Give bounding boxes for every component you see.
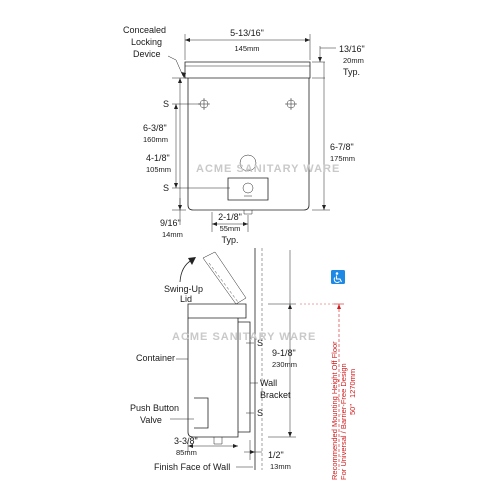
- watermark-bottom: ACME SANITARY WARE: [172, 331, 316, 343]
- front-lid: [184, 61, 311, 79]
- mid-in: 4-1/8": [146, 153, 170, 163]
- lid-typ: Typ.: [343, 67, 360, 77]
- bracket-label-1: Wall: [260, 378, 277, 388]
- side-height-in: 9-1/8": [272, 348, 296, 358]
- swing-arrow: [179, 259, 193, 283]
- accessibility-icon: [331, 270, 345, 284]
- width-mm: 145mm: [234, 44, 259, 53]
- bottom-in: 9/16": [160, 218, 181, 228]
- valve-in: 2-1/8": [218, 212, 242, 222]
- side-view: Swing-Up Lid Container Wall Bracket Push…: [130, 248, 316, 472]
- height-mm: 160mm: [143, 135, 168, 144]
- s-mark-top: S: [163, 99, 169, 109]
- mounting-text-1: Recommended Mounting Height Off Floor: [330, 341, 339, 480]
- mounting-text-2: For Universal / Barrier-Free Design: [339, 363, 348, 480]
- height-in: 6-3/8": [143, 123, 167, 133]
- mounting-height: Recommended Mounting Height Off Floor Fo…: [300, 270, 357, 480]
- depth-mm: 85mm: [176, 448, 197, 457]
- bracket-label-2: Bracket: [260, 390, 291, 400]
- push-label-2: Valve: [140, 415, 162, 425]
- valve-housing: [227, 177, 269, 201]
- watermark-top: ACME SANITARY WARE: [196, 163, 340, 175]
- valve-typ: Typ.: [221, 235, 238, 245]
- side-container: [187, 318, 239, 438]
- swing-label-1: Swing-Up: [164, 284, 203, 294]
- s-mark-side-bottom: S: [257, 408, 263, 418]
- concealed-label-2: Locking: [131, 37, 162, 47]
- mounting-mm: 1270mm: [348, 369, 357, 398]
- mounting-in: 50": [348, 404, 357, 415]
- side-lid: [187, 303, 247, 319]
- leader-concealed: [167, 55, 184, 77]
- bottom-mm: 14mm: [162, 230, 183, 239]
- finish-face-label: Finish Face of Wall: [154, 462, 230, 472]
- total-in: 6-7/8": [330, 142, 354, 152]
- s-mark-side-top: S: [257, 338, 263, 348]
- width-in: 5-13/16": [230, 28, 264, 38]
- lid-in: 13/16": [339, 44, 365, 54]
- concealed-label-1: Concealed: [123, 25, 166, 35]
- total-mm: 175mm: [330, 154, 355, 163]
- concealed-label-3: Device: [133, 49, 161, 59]
- front-body: [187, 78, 310, 211]
- valve-button: [242, 182, 254, 194]
- swing-label-2: Lid: [180, 294, 192, 304]
- gap-mm: 13mm: [270, 462, 291, 471]
- mid-mm: 105mm: [146, 165, 171, 174]
- push-label-1: Push Button: [130, 403, 179, 413]
- lid-open-ghost: [202, 251, 247, 305]
- s-mark-bottom: S: [163, 183, 169, 193]
- valve-mm: 55mm: [220, 224, 241, 233]
- side-bracket: [238, 321, 251, 433]
- front-view: 5-13/16" 145mm Concealed Locking Device …: [123, 25, 365, 245]
- push-valve: [194, 397, 209, 429]
- depth-in: 3-3/8": [174, 436, 198, 446]
- container-label: Container: [136, 353, 175, 363]
- front-window: [239, 154, 257, 172]
- gap-in: 1/2": [268, 450, 284, 460]
- valve-nozzle: [243, 210, 253, 215]
- side-height-mm: 230mm: [272, 360, 297, 369]
- lid-mm: 20mm: [343, 56, 364, 65]
